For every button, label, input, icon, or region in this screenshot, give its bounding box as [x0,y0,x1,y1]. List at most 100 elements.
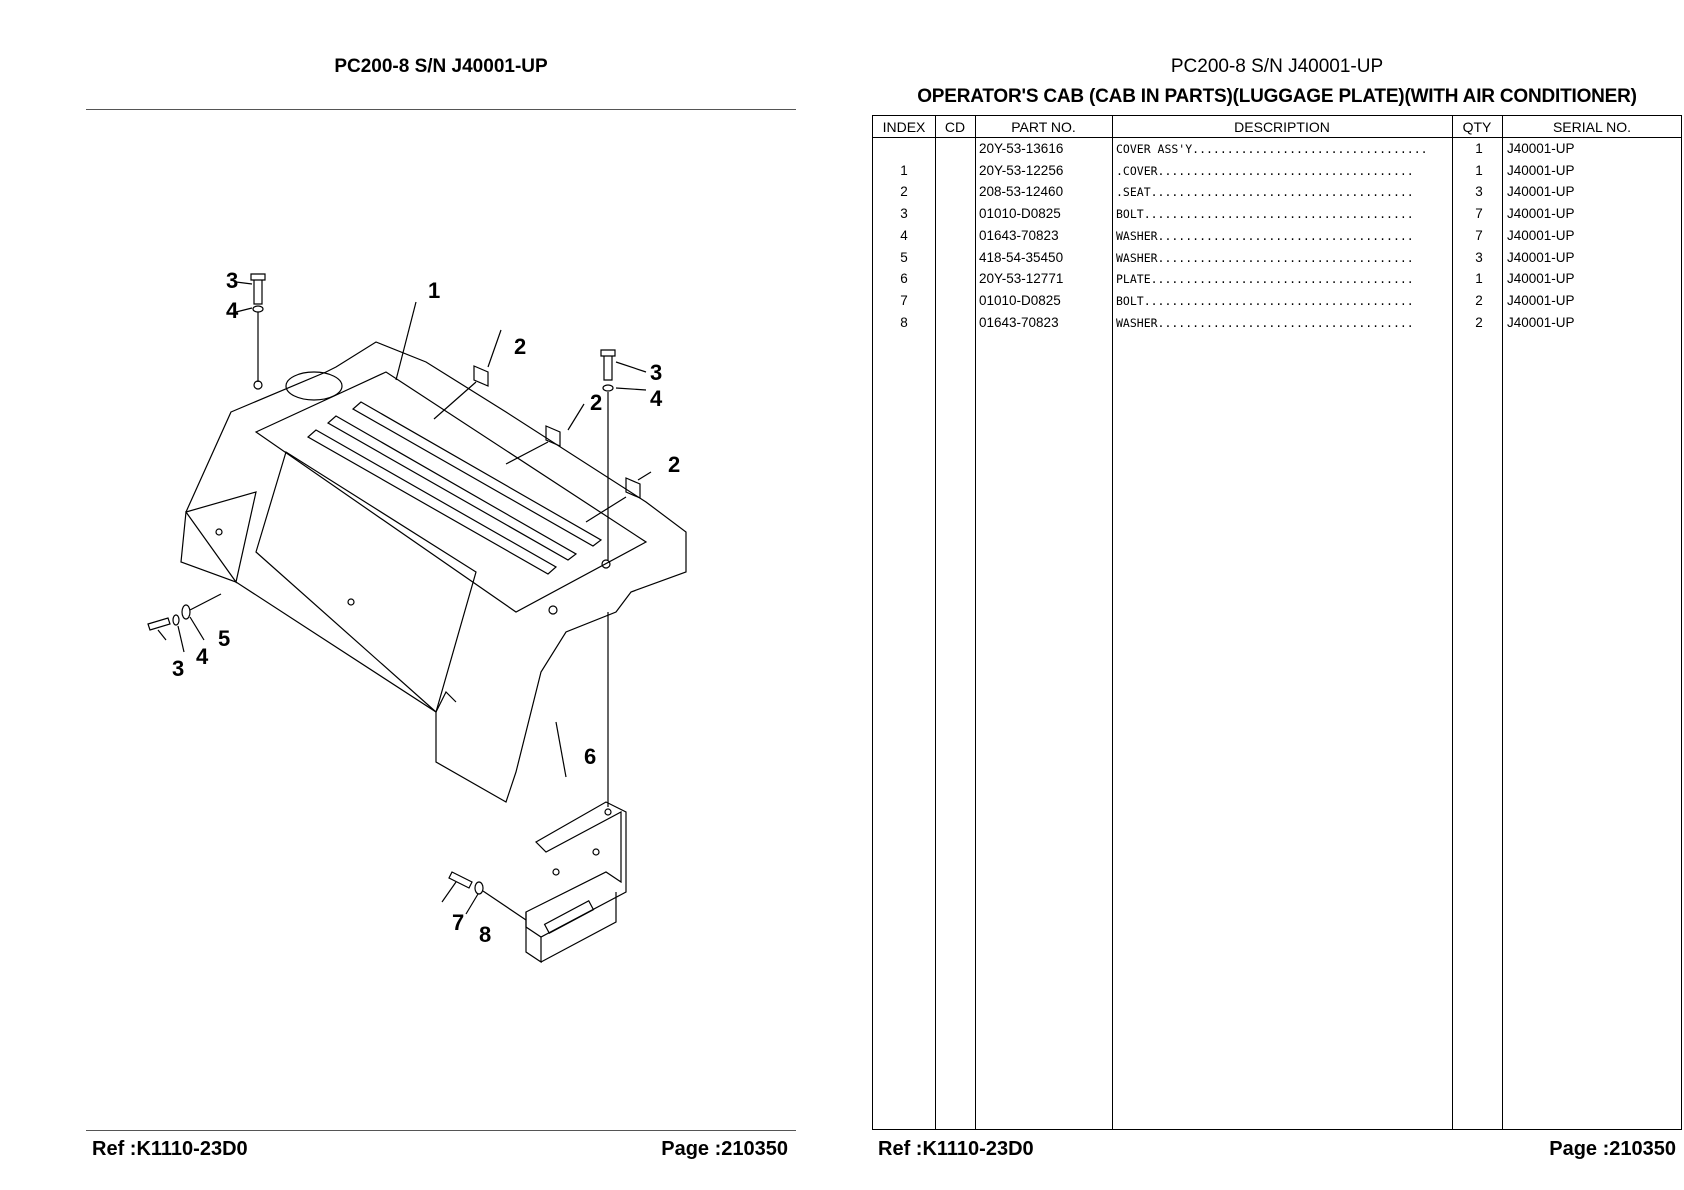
row-part-no: 01010-D0825 [979,206,1061,222]
groove-1 [306,429,558,575]
parts-page-title: OPERATOR'S CAB (CAB IN PARTS)(LUGGAGE PL… [917,86,1637,107]
luggage-plate [525,801,627,938]
callout-6: 6 [584,744,596,769]
parts-list-table: INDEX CD PART NO. DESCRIPTION QTY SERIAL… [872,115,1682,1130]
groove-3 [351,401,603,547]
callout-2a: 2 [514,334,526,359]
header-cd: CD [944,119,966,135]
row-part-no: 01643-70823 [979,227,1059,243]
callout-3c: 3 [172,656,184,681]
row-description: WASHER..................................… [1116,315,1414,330]
table-row: 3 01010-D0825 BOLT......................… [873,203,1681,225]
row-qty: 2 [1475,292,1483,308]
seat-2 [545,425,561,447]
qty-column [1452,116,1503,1129]
row-part-no: 01643-70823 [979,314,1059,330]
description-column [1112,116,1453,1129]
row-description: .COVER..................................… [1116,163,1414,178]
row-serial: J40001-UP [1507,292,1575,308]
washer-top-right [602,384,614,392]
header-underline [873,137,1681,138]
row-description: BOLT....................................… [1116,293,1414,308]
row-part-no: 418-54-35450 [979,249,1064,265]
row-description: PLATE...................................… [1116,272,1414,287]
groove-2 [326,415,578,561]
row-qty: 1 [1475,162,1483,178]
row-serial: J40001-UP [1507,314,1575,330]
row-part-no: 20Y-53-12256 [979,162,1064,178]
callout-4b: 4 [650,386,663,411]
parts-page-number: Page :210350 [1549,1138,1676,1160]
washer-left-small [172,614,180,626]
row-serial: J40001-UP [1507,206,1575,222]
header-part-no: PART NO. [1011,119,1076,135]
table-row: 2 208-53-12460 .SEAT....................… [873,181,1681,203]
row-part-no: 20Y-53-13616 [979,141,1064,156]
row-description: WASHER..................................… [1116,228,1414,243]
row-qty: 7 [1475,206,1483,222]
callout-1: 1 [428,278,440,303]
header-index: INDEX [882,119,926,135]
washer-top-left [252,305,264,313]
cover-cutout [285,371,343,401]
row-part-no: 20Y-53-12771 [979,271,1064,287]
callout-7: 7 [452,910,464,935]
row-qty: 1 [1475,271,1483,287]
row-qty: 1 [1475,141,1483,156]
row-serial: J40001-UP [1507,227,1575,243]
diagram-svg: 1 2 2 2 3 4 3 4 3 4 5 6 7 8 [147,268,687,964]
row-serial: J40001-UP [1507,271,1575,287]
row-description: COVER ASS'Y.............................… [1116,142,1428,156]
cover-front-face [185,491,257,584]
row-index: 8 [900,314,908,330]
cd-column [935,116,976,1129]
washer-eight [474,881,484,895]
row-qty: 3 [1475,249,1483,265]
bolt-top-left [250,273,266,305]
row-description: .SEAT...................................… [1116,185,1414,200]
footer-divider [86,1130,796,1131]
row-serial: J40001-UP [1507,184,1575,200]
callout-2c: 2 [668,452,680,477]
cover-side-recess [255,451,477,714]
header-serial-no: SERIAL NO. [1552,119,1632,135]
diagram-page-ref: Ref :K1110-23D0 [92,1138,248,1160]
row-index: 6 [900,271,908,287]
table-row: 7 01010-D0825 BOLT......................… [873,290,1681,312]
row-serial: J40001-UP [1507,162,1575,178]
header-qty: QTY [1462,119,1492,135]
bolt-left [147,617,171,631]
row-serial: J40001-UP [1507,141,1575,156]
header-divider [86,109,796,110]
callout-2b: 2 [590,390,602,415]
row-description: WASHER..................................… [1116,250,1414,265]
callout-8: 8 [479,922,491,947]
diagram-page-number: Page :210350 [661,1138,788,1160]
row-qty: 2 [1475,314,1483,330]
index-column [873,116,936,1129]
exploded-parts-diagram: 1 2 2 2 3 4 3 4 3 4 5 6 7 8 [86,112,796,1127]
table-row: 5 418-54-35450 WASHER...................… [873,247,1681,269]
table-row: 6 20Y-53-12771 PLATE....................… [873,268,1681,290]
row-part-no: 01010-D0825 [979,292,1061,308]
row-index: 2 [900,184,908,200]
callout-4a: 4 [226,298,239,323]
diagram-page-title: PC200-8 S/N J40001-UP [334,56,548,77]
parts-page-model: PC200-8 S/N J40001-UP [1170,56,1384,77]
table-row: 8 01643-70823 WASHER....................… [873,312,1681,334]
row-serial: J40001-UP [1507,249,1575,265]
table-row: 4 01643-70823 WASHER....................… [873,225,1681,247]
cover-outline [180,341,687,803]
header-description: DESCRIPTION [1234,119,1330,135]
part-no-column [975,116,1113,1129]
washer-left-large [181,604,191,620]
table-row: 20Y-53-13616 COVER ASS'Y................… [873,138,1681,160]
callout-5: 5 [218,626,230,651]
row-index: 5 [900,249,908,265]
bolt-top-right [600,349,616,381]
parts-page-ref: Ref :K1110-23D0 [878,1138,1034,1160]
cover-top-panel [254,371,648,613]
callout-3a: 3 [226,268,238,293]
row-part-no: 208-53-12460 [979,184,1064,200]
row-qty: 7 [1475,227,1483,243]
